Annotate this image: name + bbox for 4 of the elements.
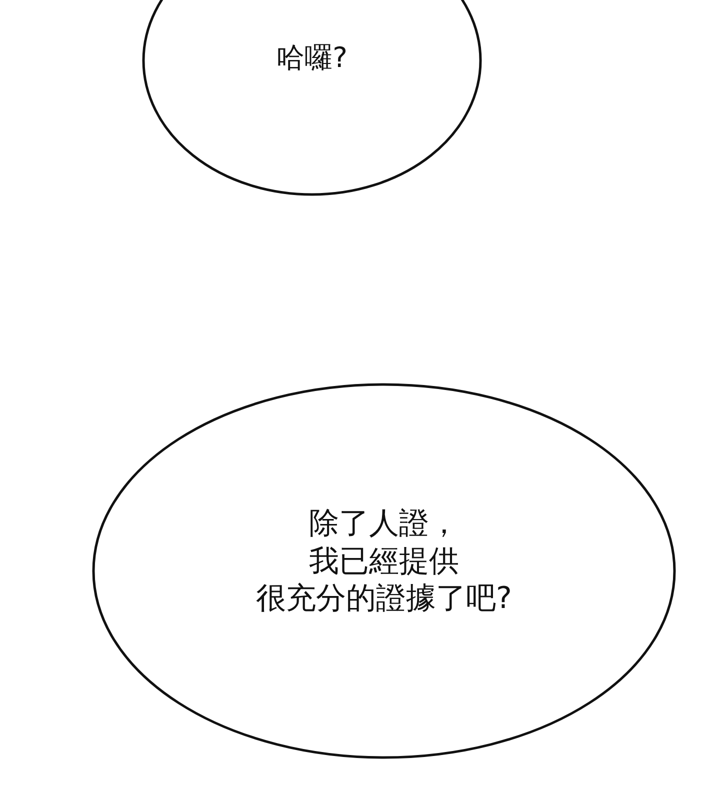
dialogue-text: 除了人證，我已經提供很充分的證據了吧? bbox=[256, 505, 512, 618]
speech-bubble bbox=[92, 383, 676, 759]
dialogue-text: 哈囉? bbox=[276, 40, 348, 75]
speech-bubble bbox=[142, 0, 482, 196]
